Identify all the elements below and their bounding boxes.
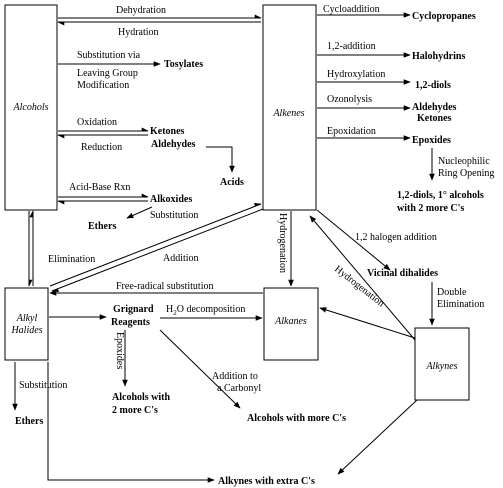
ethers-left-product: Ethers [88, 221, 116, 232]
acid-base-label: Acid-Base Rxn [69, 182, 130, 193]
hydration-label: Hydration [118, 27, 159, 38]
alkyne-hydrogenation-arrow [309, 215, 416, 341]
addition-arrow [51, 208, 264, 292]
addition-12-label: 1,2-addition [327, 41, 376, 52]
carbonyl-label-1: Addition to [212, 371, 258, 382]
alcohols-2more-product-2: 2 more C's [112, 405, 158, 416]
halogen-addition-arrow [316, 209, 391, 271]
carbonyl-addition-arrow [159, 329, 241, 409]
carbonyl-label-2: a Carbonyl [217, 383, 261, 394]
alkyne-alkane-arrow [319, 307, 416, 339]
double-elimination-label-1: Double [437, 287, 467, 298]
diols-alcohols-product-1: 1,2-diols, 1° alcohols [397, 190, 484, 201]
diols-alcohols-product-2: with 2 more C's [397, 203, 464, 214]
subst-via-label-3: Modification [77, 80, 129, 91]
epoxidation-label: Epoxidation [327, 126, 376, 137]
halohydrins-product: Halohydrins [412, 51, 465, 62]
ethers-bottom-product: Ethers [15, 416, 43, 427]
alcohols-more-product: Alcohols with more C's [247, 413, 346, 424]
ketones-right-product: Ketones [417, 113, 452, 124]
alkanes-label: Alkanes [274, 316, 307, 327]
alkenes-box [262, 4, 317, 211]
epoxides-product: Epoxides [412, 135, 451, 146]
grignard-product-1: Grignard [113, 304, 154, 315]
alkynes-label: Alkynes [425, 361, 457, 372]
acids-product: Acids [220, 177, 244, 188]
alkyne-extension-arrow [337, 399, 418, 475]
free-radical-label: Free-radical substitution [116, 281, 213, 292]
alkenes-label: Alkenes [272, 108, 304, 119]
alkanes-box [263, 287, 319, 361]
elimination-arrow [49, 203, 262, 287]
halides-label: Halides [10, 325, 42, 336]
ketones-product: Ketones [150, 126, 185, 137]
epoxides-vertical-label: Epoxides [114, 332, 125, 369]
alcohols-2more-product-1: Alcohols with [112, 392, 171, 403]
cyclopropanes-product: Cyclopropanes [412, 11, 476, 22]
alkyl-label: Alkyl [16, 313, 38, 324]
diols-product: 1,2-diols [415, 80, 451, 91]
alkynes-extra-product: Alkynes with extra C's [218, 476, 315, 487]
hydroxylation-label: Hydroxylation [327, 69, 385, 80]
nucleophilic-label-1: Nucleophilic [438, 156, 490, 167]
subst-via-label-2: Leaving Group [77, 68, 138, 79]
substitution-mid-label: Substitution [150, 210, 198, 221]
aldehydes-product: Aldehydes [151, 139, 196, 150]
oxidation-label: Oxidation [77, 117, 117, 128]
aldehydes-right-product: Aldehydes [412, 102, 457, 113]
elimination-label: Elimination [48, 254, 95, 265]
double-elimination-label-2: Elimination [437, 299, 484, 310]
alkyl-halides-box [4, 287, 49, 361]
halide-alkyne-arrow [47, 362, 215, 483]
acids-arrow [206, 146, 235, 173]
hydrogenation-vertical-label: Hydrogenation [277, 213, 288, 273]
reduction-label: Reduction [81, 142, 122, 153]
alcohols-box [4, 4, 58, 211]
nucleophilic-label-2: Ring Opening [438, 168, 494, 179]
halogen-addition-label: 1,2 halogen addition [355, 232, 437, 243]
alkynes-box [414, 327, 470, 401]
alkoxide-ether-arrow [126, 206, 153, 219]
addition-label: Addition [163, 253, 199, 264]
grignard-product-2: Reagents [111, 317, 150, 328]
alcohols-label: Alcohols [13, 102, 49, 113]
ozonolysis-label: Ozonolysis [327, 94, 372, 105]
alkoxides-product: Alkoxides [150, 194, 192, 205]
substitution-left-label: Substitution [19, 380, 67, 391]
h2o-decomposition-label: H2O decomposition [166, 304, 245, 317]
vicinal-dihalides-product: Vicinal dihalides [367, 268, 438, 279]
subst-via-label-1: Substitution via [77, 50, 141, 61]
dehydration-label: Dehydration [116, 5, 166, 16]
tosylates-product: Tosylates [164, 59, 203, 70]
cycloaddition-label: Cycloaddition [323, 4, 380, 15]
